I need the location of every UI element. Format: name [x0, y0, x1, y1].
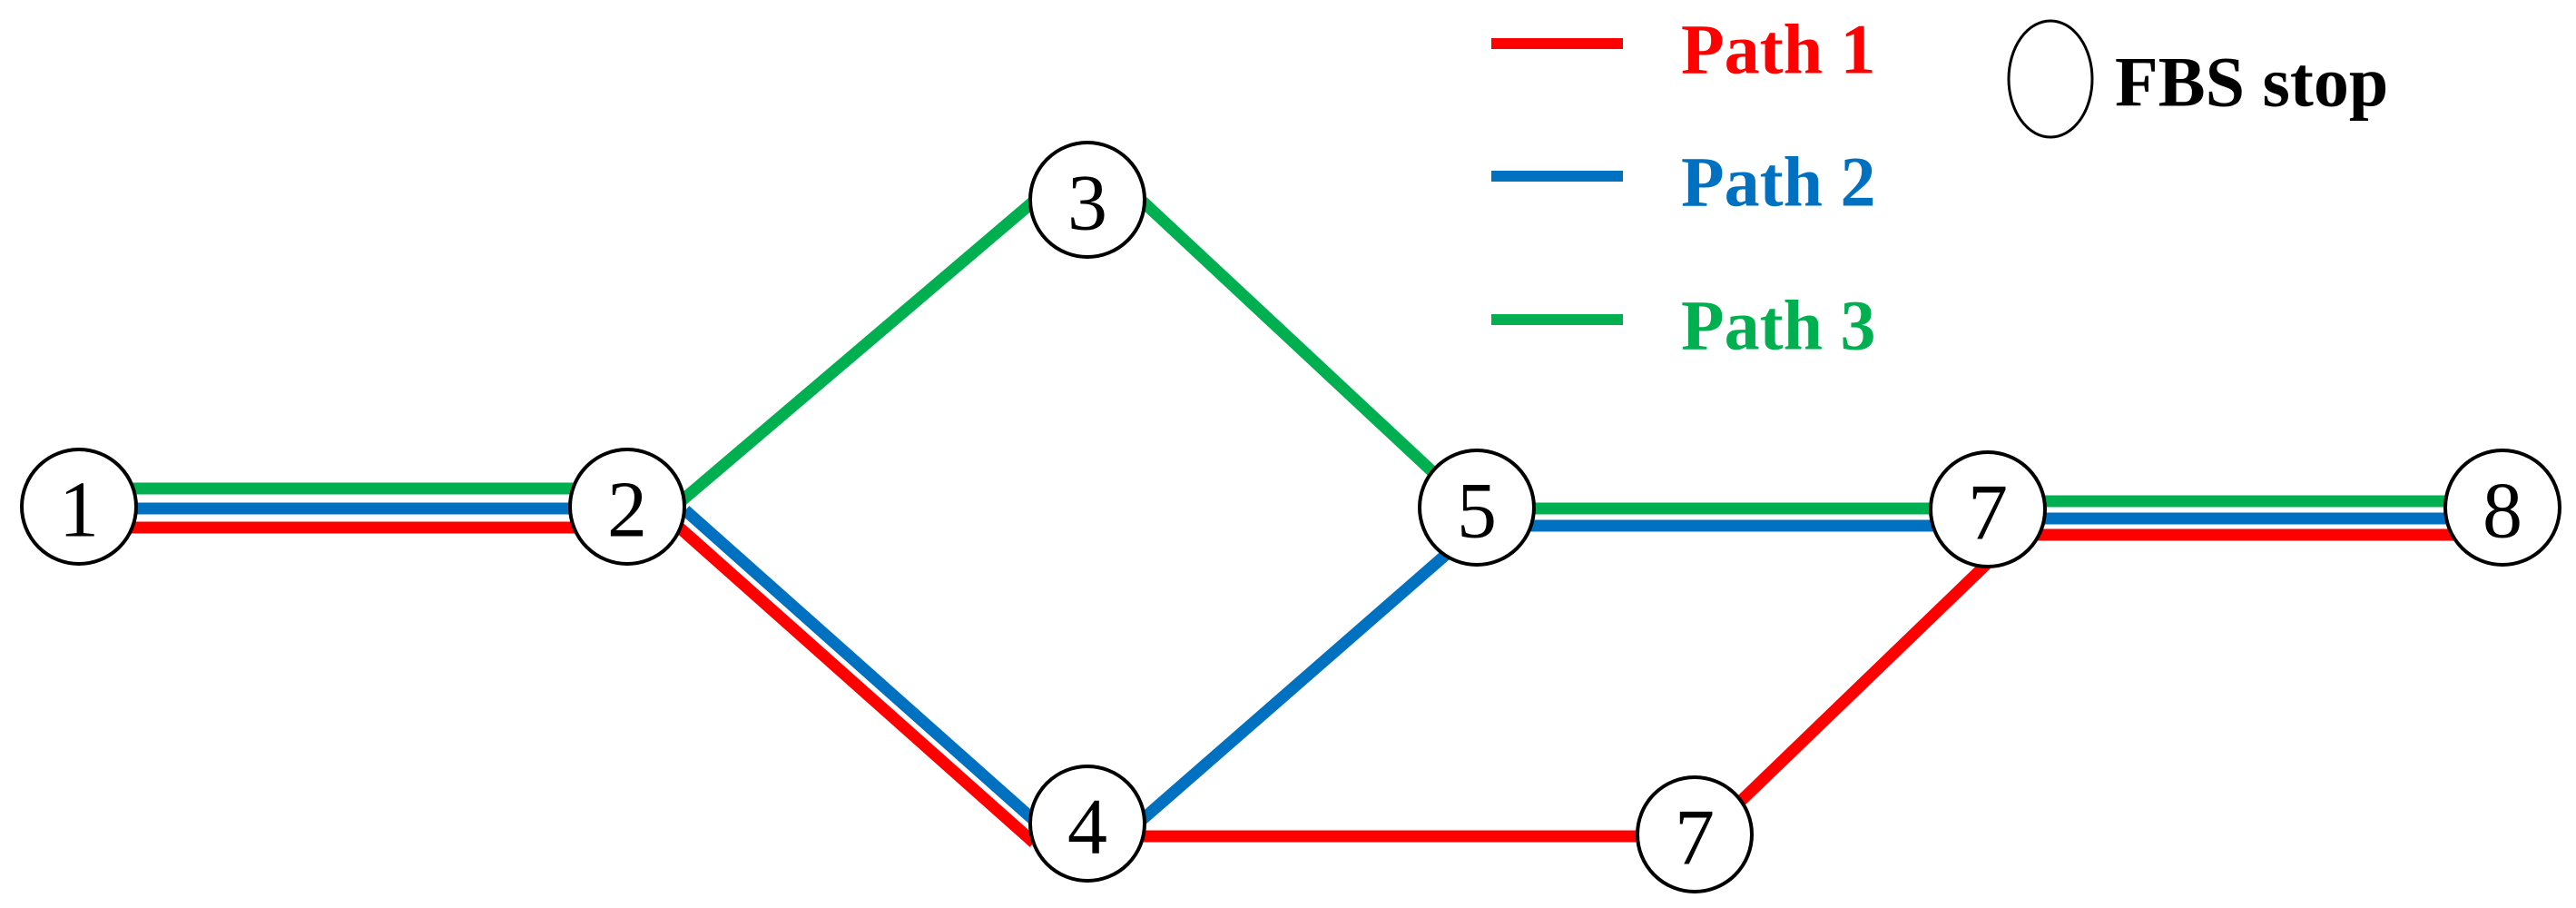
node-2-label: 2: [607, 467, 647, 555]
edge-path3-3-5: [1138, 197, 1455, 493]
node-7-label: 7: [1968, 469, 2008, 558]
legend-label-path3: Path 3: [1681, 286, 1876, 365]
node-1-label: 1: [59, 467, 99, 555]
edge-path1-6-7: [1736, 554, 1997, 805]
node-5-circle: [1418, 449, 1536, 567]
edge-path2-4-5: [1137, 537, 1466, 824]
fbs-stop-label: FBS stop: [2115, 43, 2388, 122]
legend-label-path2: Path 2: [1681, 143, 1876, 222]
node-4-circle: [1028, 765, 1146, 883]
node-3-label: 3: [1067, 160, 1107, 248]
node-8-label: 8: [2483, 468, 2522, 556]
node-8-circle: [2443, 449, 2561, 567]
node-4-label: 4: [1067, 784, 1107, 872]
node-1-circle: [20, 448, 138, 566]
node-6-label: 7: [1675, 794, 1715, 883]
nodes-layer: 1 2 3 4 5 7 7 8: [20, 141, 2561, 893]
legend: Path 1 Path 2 Path 3 FBS stop: [1491, 10, 2388, 365]
node-5-label: 5: [1457, 468, 1497, 556]
node-3-circle: [1028, 141, 1146, 259]
node-6-circle: [1636, 775, 1754, 893]
edges-layer: [79, 194, 2502, 847]
legend-label-path1: Path 1: [1681, 10, 1876, 89]
node-7-circle: [1929, 450, 2047, 568]
edge-path1-2-4: [671, 519, 1038, 847]
node-2-circle: [568, 448, 686, 566]
edge-path3-2-3: [674, 194, 1041, 508]
fbs-stop-icon: [2007, 19, 2094, 139]
edge-path2-2-4: [681, 506, 1048, 834]
